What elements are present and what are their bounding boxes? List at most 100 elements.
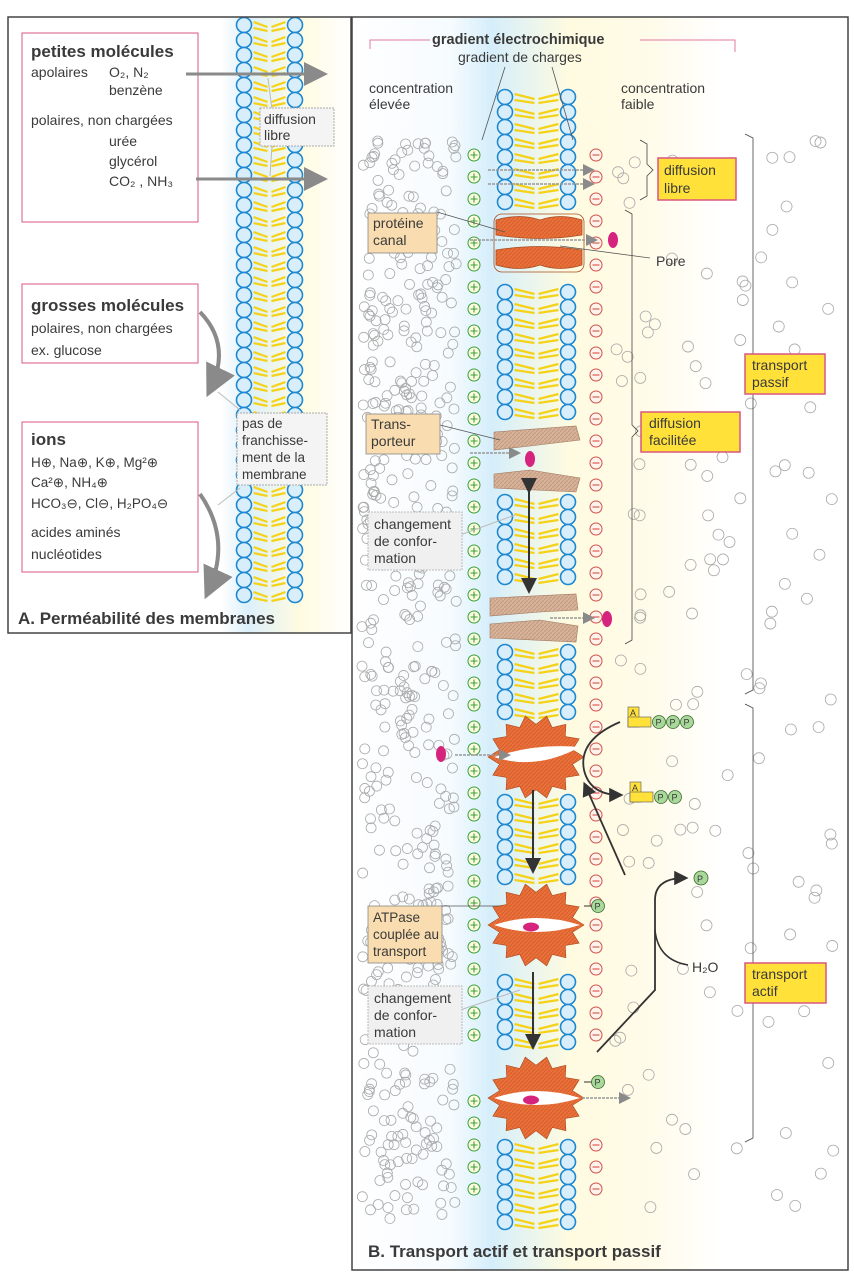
lipid-tail (538, 872, 559, 881)
solute-high (423, 150, 435, 162)
solute-high (378, 454, 390, 466)
conformation-label-1b: de confor- (374, 533, 437, 549)
solute-high (380, 646, 392, 658)
solute-low (700, 267, 713, 280)
lipid-head (286, 316, 304, 334)
solute-low (813, 548, 826, 561)
gradient-title: gradient électrochimique (432, 32, 604, 48)
solute-low (764, 617, 777, 630)
solute-high (420, 358, 431, 370)
lipid-tail (538, 302, 559, 311)
lipid-tail (514, 662, 535, 671)
solute-high (381, 390, 393, 402)
lipid-tail (253, 335, 268, 344)
solute-high (374, 844, 385, 856)
solute-high (406, 589, 418, 601)
solute-high (382, 329, 394, 341)
lipid-head (235, 196, 253, 214)
lipid-tail (271, 215, 286, 224)
solute-low (753, 682, 766, 695)
lipid-tail (514, 137, 535, 146)
lipid-head (559, 988, 577, 1006)
lipid-head (286, 571, 304, 589)
solute-high (419, 1073, 431, 1085)
plus-sign (470, 899, 478, 907)
solute-high (445, 958, 457, 970)
solute-low (679, 1123, 692, 1135)
lipid-head (559, 358, 577, 376)
lipid-tail (271, 95, 286, 104)
lipid-tail (514, 1193, 535, 1200)
lipid-tail (514, 713, 535, 720)
plus-sign (470, 1097, 478, 1105)
lipid-tail (538, 998, 559, 1005)
solute-high (424, 862, 435, 874)
lipid-tail (538, 647, 559, 656)
plus-sign (470, 965, 478, 973)
plus-sign (470, 1031, 478, 1039)
lipid-tail (271, 155, 286, 164)
plus-sign (470, 811, 478, 819)
lipid-tail (514, 1007, 535, 1016)
lipid-head (286, 196, 304, 214)
solute-low (786, 527, 799, 540)
lipid-head (559, 838, 577, 856)
solute-low (755, 251, 768, 264)
lipid-tail (514, 197, 535, 206)
lipid-tail (514, 692, 535, 701)
lipid-head (496, 148, 514, 166)
lipid-tail (538, 863, 559, 870)
solute-low (688, 1168, 700, 1181)
plus-sign (470, 657, 478, 665)
panel-b: gradient électrochimique gradient de cha… (351, 16, 849, 1271)
solute-low (634, 588, 647, 601)
solute-high (449, 1196, 461, 1208)
lipid-head (496, 118, 514, 136)
lipid-tail (271, 380, 286, 389)
lipid-tail (271, 26, 286, 33)
solute-high (433, 798, 445, 809)
solute-high (420, 316, 432, 328)
solute-high (382, 1139, 394, 1151)
solute-high (362, 1089, 374, 1100)
solute-high (370, 315, 382, 327)
lipid-tail (538, 128, 559, 135)
lipid-tail (271, 515, 286, 524)
lipid-tail (538, 368, 559, 375)
solute-high (427, 370, 438, 381)
lipid-tail (253, 200, 268, 209)
lipid-head (235, 331, 253, 349)
plus-sign (470, 459, 478, 467)
plus-sign (470, 701, 478, 709)
lipid-tail (514, 293, 535, 300)
solute-high (393, 169, 405, 180)
solute-high (441, 392, 453, 404)
lipid-tail (271, 251, 286, 258)
lipid-head (235, 301, 253, 319)
solute-high (400, 1179, 411, 1190)
lipid-tail (538, 677, 559, 686)
solute-high (446, 136, 458, 148)
lipid-tail (538, 827, 559, 836)
lipid-tail (538, 848, 559, 855)
lipid-tail (538, 653, 559, 660)
plus-sign (470, 349, 478, 357)
solute-high (389, 585, 401, 596)
solute-high (370, 699, 382, 711)
diffusion-leader-2 (269, 145, 273, 177)
lipid-head (235, 496, 253, 514)
lipid-head (559, 658, 577, 676)
solute-high (448, 442, 460, 454)
solute-high (365, 477, 377, 489)
solute-high (386, 474, 398, 486)
lipid-head (559, 853, 577, 871)
lipid-tail (271, 530, 286, 539)
solute-high (398, 670, 410, 681)
solute-high (443, 261, 455, 273)
lipid-tail (253, 395, 268, 404)
solute-low (731, 1004, 744, 1017)
lipid-tail (538, 1037, 559, 1046)
solute-low (699, 377, 712, 390)
lipid-tail (271, 56, 286, 63)
